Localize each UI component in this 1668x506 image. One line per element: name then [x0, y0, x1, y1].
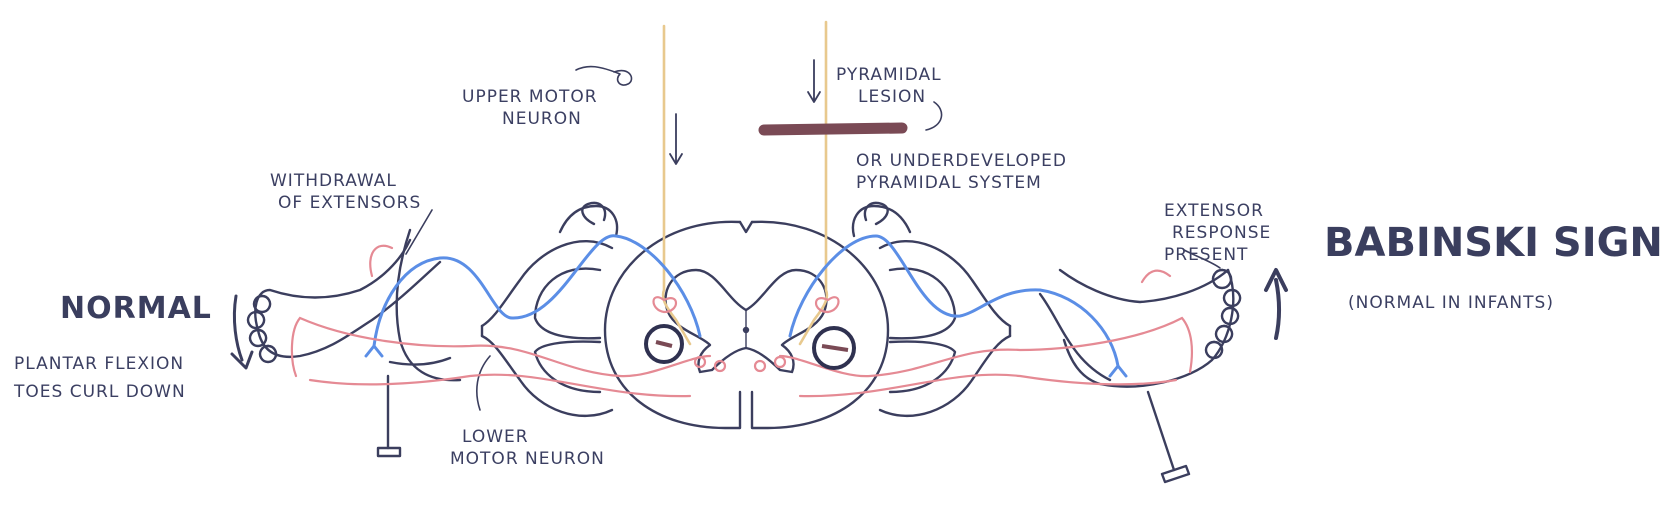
pyramidal-lesion-label: PYRAMIDAL LESION	[836, 64, 942, 108]
umn-tracts	[661, 20, 829, 346]
motor-pathways	[364, 234, 1128, 378]
babinski-sign-heading: BABINSKI SIGN	[1324, 220, 1663, 266]
withdrawal-label: WITHDRAWAL OF EXTENSORS	[270, 170, 421, 214]
motor-neuron-left	[644, 324, 684, 364]
pyramidal-lesion-line-2: LESION	[858, 87, 927, 107]
extensor-response-line-1: EXTENSOR	[1164, 201, 1264, 221]
lmn-leader	[476, 355, 491, 411]
plantar-line-1: PLANTAR FLEXION	[14, 354, 185, 374]
upper-motor-neuron-line-1: UPPER MOTOR	[462, 87, 598, 107]
underdeveloped-line-1: OR UNDERDEVELOPED	[856, 151, 1067, 171]
plantar-flexion-label: PLANTAR FLEXION TOES CURL DOWN	[14, 350, 186, 406]
lower-motor-neuron-line-2: MOTOR NEURON	[450, 449, 605, 469]
right-spinal-nerve	[851, 201, 1012, 418]
down-arrow-left	[669, 113, 683, 165]
withdrawal-leader	[405, 209, 433, 255]
extensor-response-label: EXTENSOR RESPONSE PRESENT	[1164, 200, 1271, 266]
left-spinal-nerve	[480, 201, 619, 418]
withdrawal-line-2: OF EXTENSORS	[278, 193, 422, 213]
lower-motor-neuron-line-1: LOWER	[462, 427, 529, 447]
lesion-leader	[925, 101, 943, 131]
pyramidal-lesion-line-1: PYRAMIDAL	[836, 65, 942, 85]
right-foot	[1038, 268, 1288, 484]
withdrawal-line-1: WITHDRAWAL	[270, 171, 397, 191]
spinal-cord	[603, 220, 890, 430]
underdeveloped-line-2: PYRAMIDAL SYSTEM	[856, 173, 1042, 193]
down-arrow-right	[807, 59, 821, 103]
sensory-pathways	[290, 244, 1193, 398]
motor-neuron-right	[812, 326, 856, 370]
motor-neuron-bars	[655, 340, 849, 352]
underdeveloped-label: OR UNDERDEVELOPED PYRAMIDAL SYSTEM	[856, 150, 1067, 194]
lower-motor-neuron-label: LOWER MOTOR NEURON	[450, 426, 605, 470]
umn-leader	[575, 65, 633, 86]
left-foot	[230, 228, 462, 458]
lesion-bar	[758, 122, 908, 136]
extensor-response-line-2: RESPONSE	[1172, 223, 1272, 243]
extensor-leader	[1183, 249, 1221, 269]
upper-motor-neuron-line-2: NEURON	[502, 109, 582, 129]
upper-motor-neuron-label: UPPER MOTOR NEURON	[462, 86, 598, 130]
normal-heading: NORMAL	[60, 291, 212, 326]
normal-in-infants-label: (NORMAL IN INFANTS)	[1348, 293, 1554, 313]
extensor-response-line-3: PRESENT	[1164, 245, 1249, 265]
plantar-line-2: TOES CURL DOWN	[14, 382, 186, 402]
